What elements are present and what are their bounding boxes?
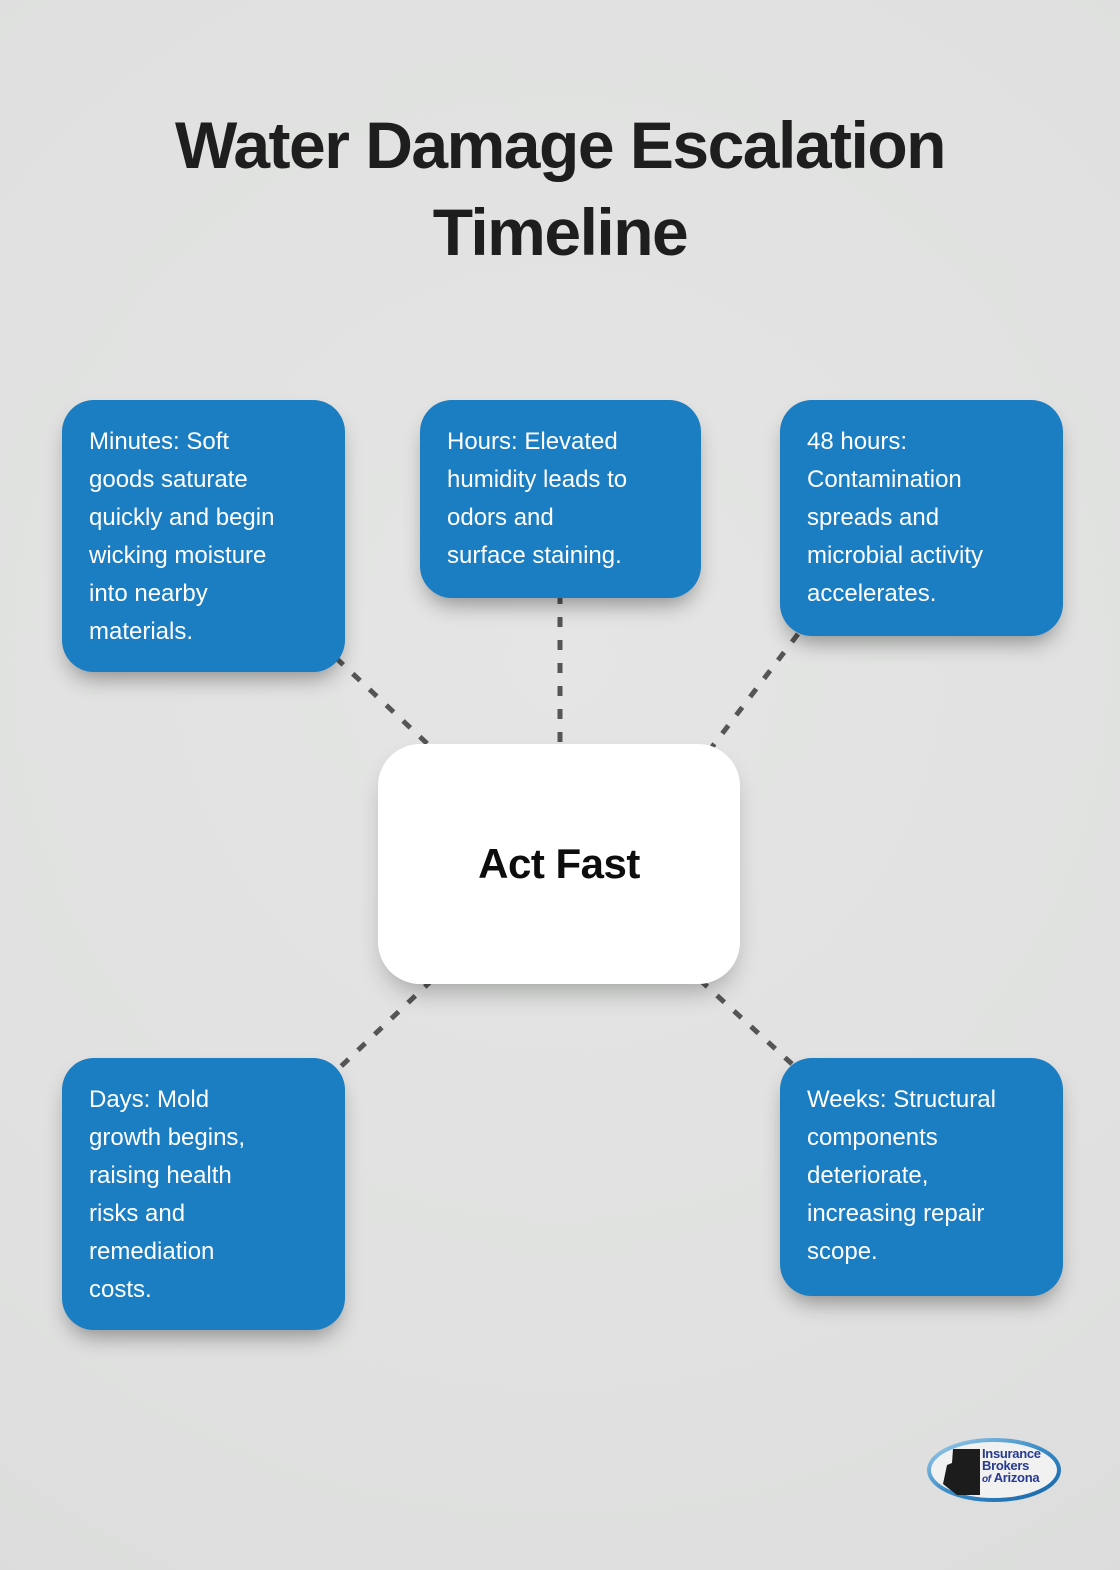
logo-text: Insurance Brokers of Arizona: [982, 1446, 1041, 1486]
page-title: Water Damage Escalation Timeline: [174, 108, 947, 269]
node-48-hours: 48 hours: Contamination spreads and micr…: [780, 400, 1063, 636]
connector-center-days: [333, 978, 434, 1074]
node-days-text: Days: Mold growth begins, raising health…: [89, 1086, 246, 1303]
node-minutes-text: Minutes: Soft goods saturate quickly and…: [89, 428, 275, 645]
center-node-label: Act Fast: [478, 840, 640, 887]
logo-of-word: of: [982, 1474, 991, 1485]
connector-48hours-center: [710, 632, 800, 749]
node-weeks-text: Weeks: Structural components deteriorate…: [807, 1086, 996, 1265]
connector-center-weeks: [698, 978, 794, 1066]
node-days: Days: Mold growth begins, raising health…: [62, 1058, 345, 1330]
arizona-state-icon: [943, 1449, 980, 1495]
node-weeks: Weeks: Structural components deteriorate…: [780, 1058, 1063, 1296]
center-node-act-fast: Act Fast: [378, 744, 740, 984]
logo-arizona-word: Arizona: [993, 1470, 1040, 1485]
logo-graphic: [927, 1438, 1061, 1502]
logo-line-of-arizona: of Arizona: [982, 1470, 1041, 1486]
connector-minutes-center: [334, 656, 436, 752]
node-hours-text: Hours: Elevated humidity leads to odors …: [447, 428, 628, 569]
node-hours: Hours: Elevated humidity leads to odors …: [420, 400, 701, 598]
logo-line-brokers: Brokers: [982, 1458, 1030, 1473]
node-48-hours-text: 48 hours: Contamination spreads and micr…: [807, 428, 984, 607]
logo-insurance-brokers-of-arizona: Insurance Brokers of Arizona: [924, 1436, 1064, 1506]
node-minutes: Minutes: Soft goods saturate quickly and…: [62, 400, 345, 672]
logo-line-insurance: Insurance: [982, 1446, 1041, 1461]
